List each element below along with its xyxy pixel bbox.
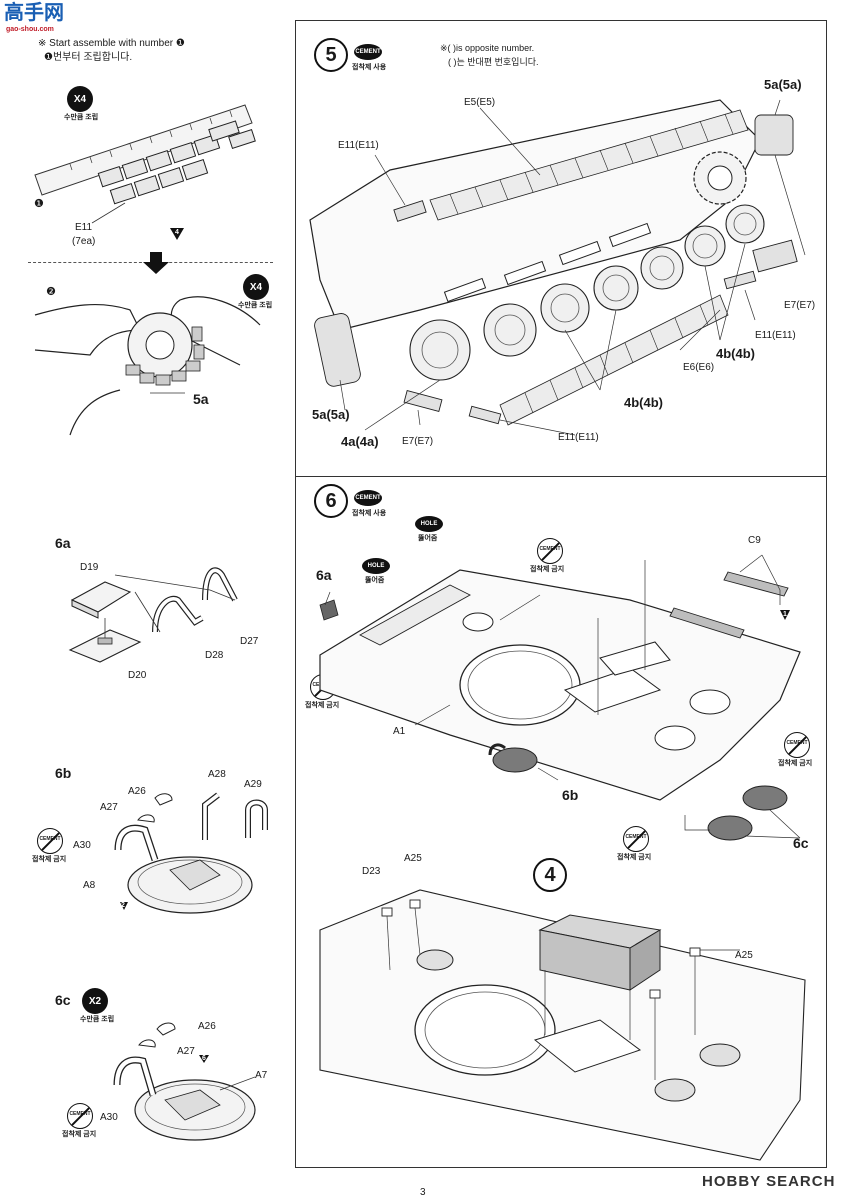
opposite-note-en: ※( )is opposite number. <box>440 43 535 53</box>
e6-label: E6(E6) <box>683 362 715 373</box>
assembly-note-en: ※ Start assemble with number ❶ <box>38 38 185 49</box>
page-number: 3 <box>420 1187 426 1198</box>
no-cement-caption-left: 접착제 금지 <box>305 702 340 709</box>
d27-label: D27 <box>240 636 259 647</box>
step5-number: 5 <box>314 38 348 72</box>
a27-label: A27 <box>100 802 118 813</box>
no-cement-caption-6c: 접착제 금지 <box>62 1131 97 1138</box>
opposite-note-ko: ( )는 반대편 번호입니다. <box>448 57 539 67</box>
subassembly-6c-drawing <box>113 1022 256 1141</box>
subassembly-6b-drawing <box>114 792 268 914</box>
site-logo: 高手网 <box>4 2 64 24</box>
label-4a: 4a(4a) <box>341 434 379 449</box>
no-cement-caption-mid: 접착제 금지 <box>617 854 652 861</box>
step5-frame <box>295 20 827 477</box>
step6-lower-hull-drawing <box>319 889 806 1161</box>
a28-label: A28 <box>208 769 226 780</box>
cement-icon-step5: CEMENT <box>354 44 382 60</box>
cement-caption-step5: 접착제 사용 <box>352 64 387 71</box>
site-logo-sub: gao-shou.com <box>6 26 54 33</box>
no-cement-icon-top: CEMENT <box>537 538 563 564</box>
c-a27-label: A27 <box>177 1046 195 1057</box>
x2-badge: X2 <box>82 988 108 1014</box>
sec-6a-label: 6a <box>55 535 71 551</box>
hole-caption-1: 뚫어줌 <box>418 535 438 542</box>
step6-number: 6 <box>314 484 348 518</box>
d19-label: D19 <box>80 562 99 573</box>
ruler-and-track-jig-drawing <box>34 104 256 224</box>
hands-assembling-track-drawing <box>34 296 261 436</box>
step6-upper-hull-drawing <box>319 554 801 841</box>
triangle-arrow-icon <box>170 228 184 240</box>
label-4b-right: 4b(4b) <box>716 346 755 361</box>
hole-icon-1: HOLE <box>415 516 443 532</box>
c-a26-label: A26 <box>198 1021 216 1032</box>
subassembly-6a-drawing <box>68 567 238 663</box>
e11-qty: (7ea) <box>72 236 96 247</box>
e7-bottom-label: E7(E7) <box>402 436 434 447</box>
no-cement-icon-right: CEMENT <box>784 732 810 758</box>
x4b-caption: 수만큼 조립 <box>238 302 273 309</box>
a25-right-label: A25 <box>735 950 753 961</box>
step5-suspension-exploded-drawing <box>309 99 806 436</box>
x4-badge: X4 <box>67 86 93 112</box>
cement-icon-step6: CEMENT <box>354 490 382 506</box>
triangle-1-label: 1 <box>783 611 787 618</box>
no-cement-icon-6b: CEMENT <box>37 828 63 854</box>
e11-label: E11 <box>75 222 93 233</box>
no-cement-icon-mid: CEMENT <box>623 826 649 852</box>
a8-label: A8 <box>83 880 96 891</box>
label-5a-left: 5a(5a) <box>312 407 350 422</box>
step6-6b-label: 6b <box>562 787 579 803</box>
e5-label: E5(E5) <box>464 97 496 108</box>
label-5a-top: 5a(5a) <box>764 77 802 92</box>
d20-label: D20 <box>128 670 147 681</box>
a30-label: A30 <box>73 840 91 851</box>
d28-label: D28 <box>205 650 224 661</box>
no-cement-caption-right: 접착제 금지 <box>778 760 813 767</box>
down-arrow-icon <box>143 252 169 274</box>
c9-label: C9 <box>748 535 761 546</box>
x2-caption: 수만큼 조립 <box>80 1016 115 1023</box>
step6-6c-label: 6c <box>793 835 809 851</box>
cement-caption-step6: 접착제 사용 <box>352 510 387 517</box>
sec-6c-label: 6c <box>55 992 71 1008</box>
a26-label: A26 <box>128 786 146 797</box>
x4b-badge: X4 <box>243 274 269 300</box>
a29-label: A29 <box>244 779 262 790</box>
triangle-2-label: 2 <box>121 902 125 909</box>
sub-step-4-number: 4 <box>533 858 567 892</box>
no-cement-icon-6c: CEMENT <box>67 1103 93 1129</box>
hole-icon-2: HOLE <box>362 558 390 574</box>
c-a30-label: A30 <box>100 1112 118 1123</box>
x4-caption: 수만큼 조립 <box>64 114 99 121</box>
e11-bottom-label: E11(E11) <box>558 432 599 443</box>
a1-label: A1 <box>393 726 406 737</box>
no-cement-caption-6b: 접착제 금지 <box>32 856 67 863</box>
step6-frame <box>295 475 827 1168</box>
no-cement-caption-top: 접착제 금지 <box>530 566 565 573</box>
e11-top-label: E11(E11) <box>338 140 379 151</box>
assembly-note-ko: ❶번부터 조립합니다. <box>44 52 133 63</box>
e11-right-label: E11(E11) <box>755 330 796 341</box>
triangle-6-label: 6 <box>202 1055 206 1062</box>
a25-left-label: A25 <box>404 853 422 864</box>
hobby-search-watermark: HOBBY SEARCH <box>702 1173 836 1190</box>
d23-label: D23 <box>362 866 381 877</box>
step2-marker: ❷ <box>46 286 56 298</box>
label-4b-bottom: 4b(4b) <box>624 395 663 410</box>
triangle-arrow-label: 4 <box>175 229 179 236</box>
hole-caption-2: 뚫어줌 <box>365 577 385 584</box>
sec-6b-label: 6b <box>55 765 72 781</box>
label-5a: 5a <box>193 391 209 407</box>
step6-6a-label: 6a <box>316 567 332 583</box>
c-a7-label: A7 <box>255 1070 268 1081</box>
e7-right-label: E7(E7) <box>784 300 816 311</box>
step1-marker: ❶ <box>34 198 44 210</box>
